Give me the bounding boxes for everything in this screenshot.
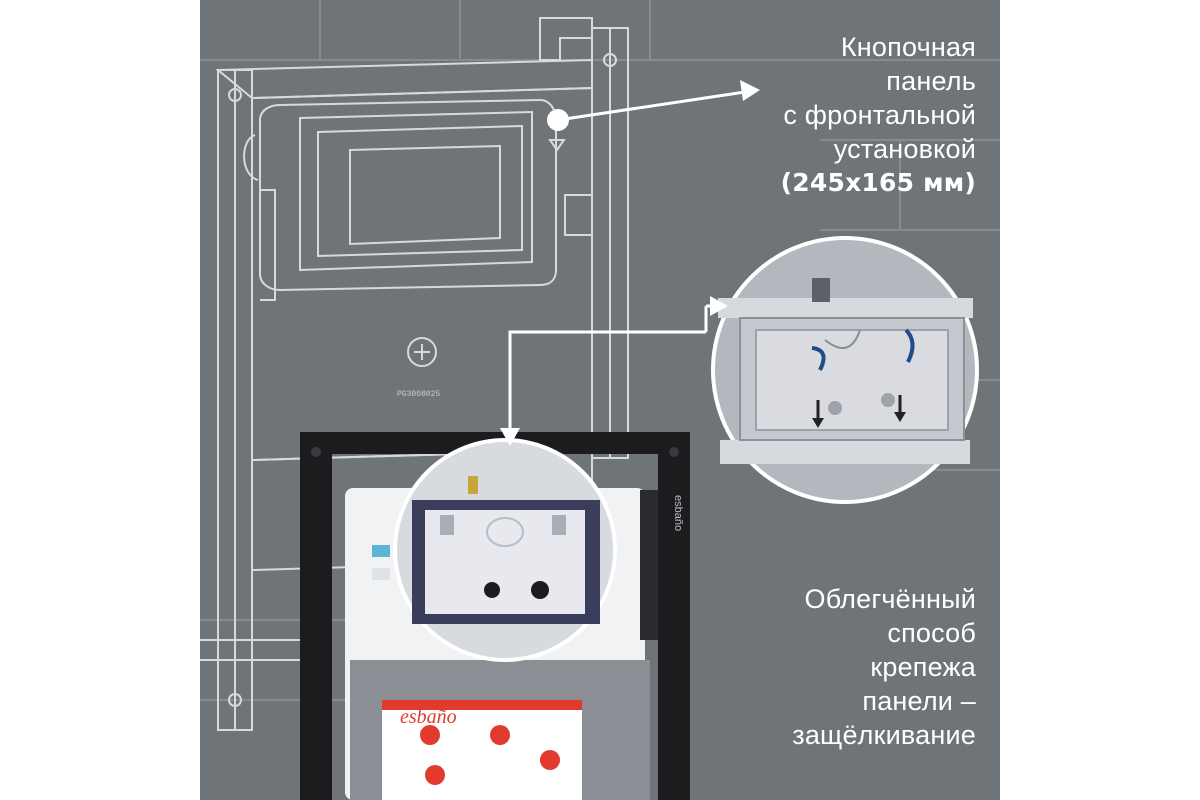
side-brand-label: esbaño (672, 495, 684, 532)
callout-snap-mount: Облегчённый способ крепежа панели – защё… (792, 582, 976, 752)
steel-frame (300, 432, 690, 800)
callout-line: с фронтальной (783, 100, 976, 130)
callout-line: крепежа (870, 652, 976, 682)
callout-line: защёлкивание (792, 720, 976, 750)
callout-dot (547, 109, 569, 131)
callout-line: установкой (833, 134, 976, 164)
installation-drawing (200, 0, 1000, 800)
brand-logo: esbaño (400, 706, 457, 728)
callout-size: (245x165 мм) (780, 168, 976, 197)
callout-line: Кнопочная (840, 32, 976, 62)
callout-arrows (508, 90, 746, 435)
frame-bolts (228, 53, 617, 707)
zoom-circle-clips (711, 236, 979, 504)
callout-line: панель (886, 66, 976, 96)
frame-code-label: PG3008025 (397, 390, 441, 399)
product-illustration: PG3008025 esbaño esbaño Кнопочная панель… (200, 0, 1000, 800)
zoom-circle-front (393, 438, 617, 662)
callout-line: Облегчённый (804, 584, 976, 614)
callout-line: способ (887, 618, 976, 648)
callout-line: панели – (862, 686, 976, 716)
callout-arrowheads (500, 80, 760, 446)
callout-front-panel: Кнопочная панель с фронтальной установко… (781, 30, 976, 200)
